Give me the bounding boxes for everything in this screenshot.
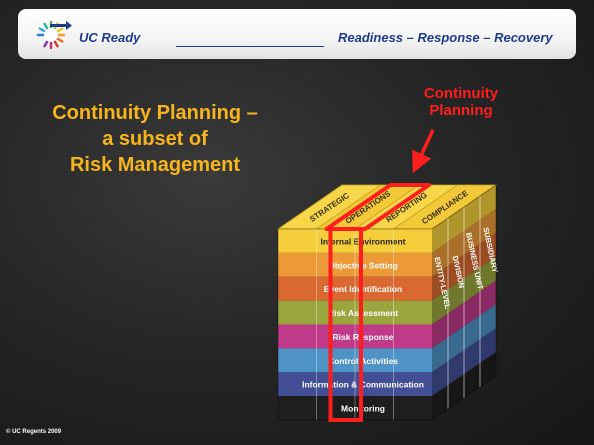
sunburst-arrow-icon bbox=[36, 20, 72, 50]
title-line-2: a subset of bbox=[102, 128, 208, 150]
layer-band bbox=[278, 276, 432, 301]
slide-title: Continuity Planning – a subset of Risk M… bbox=[0, 100, 310, 178]
header-banner: UC Ready Readiness – Response – Recovery bbox=[18, 9, 576, 59]
layer-band bbox=[278, 324, 432, 349]
title-line-3: Risk Management bbox=[69, 154, 241, 176]
layer-band bbox=[278, 229, 432, 253]
continuity-highlight bbox=[324, 129, 435, 422]
cube-outline bbox=[277, 184, 497, 421]
layer-label: Internal Environment bbox=[320, 236, 405, 246]
layer-label: Control Activities bbox=[328, 356, 398, 366]
down-arrow-icon bbox=[412, 129, 435, 174]
callout-line-2: Planning bbox=[429, 102, 493, 119]
header-tagline: Readiness – Response – Recovery bbox=[338, 30, 553, 45]
continuity-planning-callout: Continuity Planning bbox=[386, 85, 536, 119]
brand-name: UC Ready bbox=[79, 30, 141, 45]
callout-line-1: Continuity bbox=[423, 85, 499, 102]
layer-label: Risk Assessment bbox=[328, 308, 398, 318]
layer-band bbox=[278, 396, 432, 420]
layer-band bbox=[278, 300, 432, 325]
layer-band bbox=[278, 252, 432, 277]
copyright-text: © UC Regents 2009 bbox=[6, 429, 62, 435]
title-line-1: Continuity Planning – bbox=[52, 102, 258, 124]
highlight-column-outline bbox=[328, 227, 363, 422]
layer-band bbox=[278, 372, 432, 397]
header-rule bbox=[176, 46, 324, 47]
layer-label: Risk Response bbox=[333, 332, 394, 342]
layer-band bbox=[278, 348, 432, 373]
